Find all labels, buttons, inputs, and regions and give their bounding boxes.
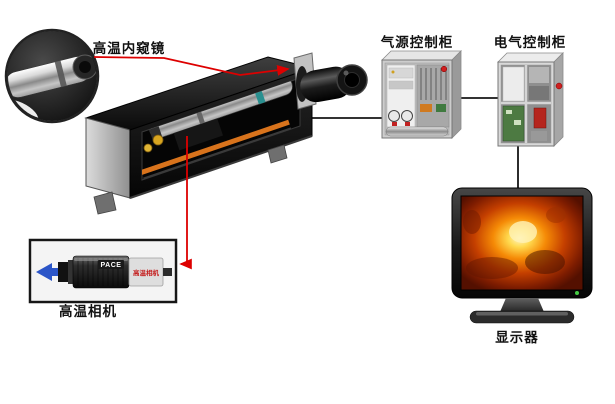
probe-lens (344, 72, 360, 88)
vent-fins (420, 68, 447, 100)
pcb-chip (514, 120, 521, 125)
inset-probe-ring (54, 60, 67, 88)
panel-module (388, 67, 414, 79)
green-component (436, 104, 446, 112)
furnace-hotspot (509, 221, 537, 243)
probe-highlight (343, 70, 349, 76)
red-knob (392, 122, 397, 126)
relay-module (529, 67, 549, 83)
tube-carriage (173, 118, 224, 151)
pcb-chip (506, 110, 512, 114)
pressure-gauge (388, 110, 400, 122)
monitor-label: 显示器 (495, 330, 539, 345)
air-cabinet-label: 气源控制柜 (380, 34, 454, 50)
monitor-neck (500, 298, 544, 312)
camera-lens-ring (68, 260, 73, 284)
camera-lens (58, 262, 70, 282)
air-roller (385, 126, 449, 137)
panel-module (388, 80, 414, 90)
camera-connector (163, 268, 172, 276)
camera-brand-text: PACE (101, 262, 122, 269)
brass-valve (391, 70, 395, 74)
orange-component (420, 104, 432, 112)
camera-jacket-text: 高温相机 (133, 268, 160, 277)
endoscope-label: 高温内窥镜 (93, 40, 166, 56)
leader-line-endoscope (93, 56, 290, 76)
emergency-button (555, 82, 563, 90)
leader-line-camera (179, 136, 192, 270)
monitor-base-highlight (476, 312, 568, 316)
air-source-cabinet (381, 50, 462, 139)
endoscope-machine (84, 52, 368, 215)
brand-plate (98, 260, 124, 269)
brass-fitting (143, 143, 153, 153)
camera-photo-inset: PACE 高温相机 (28, 238, 178, 304)
terminal-block (502, 66, 525, 102)
endoscope-photo-inset (4, 28, 100, 124)
relay-module (529, 86, 549, 100)
camera-label: 高温相机 (59, 303, 117, 319)
cabinet-top-face (497, 52, 564, 63)
probe-assembly (293, 52, 368, 110)
pcb-board (502, 105, 525, 142)
camera-cooling-ribs (77, 258, 124, 286)
furnace-shadow (463, 210, 481, 234)
cabinet-top-face (381, 50, 462, 61)
red-knob (405, 122, 410, 126)
inset-probe-lens (79, 61, 91, 73)
pressure-gauge (401, 110, 413, 122)
power-led (575, 291, 579, 295)
monitor (451, 187, 593, 324)
furnace-shadow (466, 257, 518, 279)
furnace-shadow (546, 207, 566, 223)
red-transformer (533, 107, 547, 129)
electrical-cabinet (497, 52, 564, 147)
machine-foot-right (267, 144, 288, 164)
blue-direction-arrow (36, 263, 60, 281)
red-button (440, 65, 448, 73)
vent-section (416, 64, 450, 128)
inset-rim (4, 28, 100, 124)
brass-fitting (152, 134, 164, 146)
furnace-shadow (525, 250, 565, 274)
electric-cabinet-label: 电气控制柜 (494, 34, 567, 50)
cabinet-side-face (451, 50, 462, 139)
machine-foot-left (93, 191, 117, 215)
cabinet-side-face (553, 52, 564, 147)
power-module (531, 131, 547, 141)
machine-end-face (85, 117, 131, 199)
